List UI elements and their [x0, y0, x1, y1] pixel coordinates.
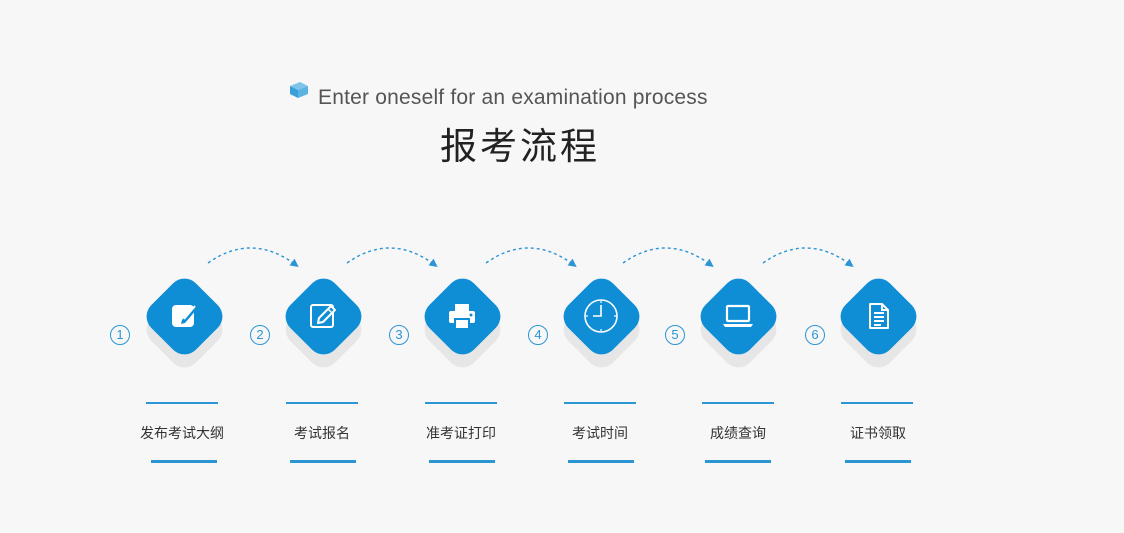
divider-bottom	[151, 460, 217, 463]
step-3[interactable]: 3 准考证打印	[389, 0, 531, 533]
step-number: 6	[805, 325, 825, 345]
divider-top	[841, 402, 913, 404]
divider-top	[702, 402, 774, 404]
step-label: 发布考试大纲	[140, 426, 224, 442]
divider-top	[564, 402, 636, 404]
arrow-4	[622, 247, 714, 268]
page-subtitle: Enter oneself for an examination process	[318, 86, 708, 109]
pencil-form-icon	[303, 296, 343, 336]
step-5[interactable]: 5 成绩查询	[665, 0, 808, 533]
arrow-3	[485, 247, 577, 268]
step-number: 2	[250, 325, 270, 345]
divider-bottom	[705, 460, 771, 463]
divider-bottom	[568, 460, 634, 463]
arrow-5	[762, 247, 854, 268]
divider-bottom	[429, 460, 495, 463]
edit-note-icon	[164, 296, 204, 336]
divider-top	[146, 402, 218, 404]
arrow-2	[346, 247, 438, 268]
divider-bottom	[290, 460, 356, 463]
step-6[interactable]: 6 证书领取	[805, 0, 948, 533]
laptop-icon	[718, 296, 758, 336]
logo-icon	[290, 82, 308, 98]
step-1[interactable]: 1 发布考试大纲	[110, 0, 252, 533]
printer-icon	[442, 296, 482, 336]
step-label: 考试报名	[294, 426, 350, 442]
step-label: 考试时间	[572, 426, 628, 442]
step-4[interactable]: 4 考试时间	[528, 0, 670, 533]
step-number: 5	[665, 325, 685, 345]
step-label: 证书领取	[850, 426, 906, 442]
step-label: 准考证打印	[426, 426, 496, 442]
clock-icon	[581, 296, 621, 336]
step-2[interactable]: 2 考试报名	[250, 0, 392, 533]
page-title: 报考流程	[440, 125, 600, 168]
step-number: 1	[110, 325, 130, 345]
divider-top	[425, 402, 497, 404]
step-number: 3	[389, 325, 409, 345]
divider-top	[286, 402, 358, 404]
divider-bottom	[845, 460, 911, 463]
document-icon	[858, 296, 898, 336]
step-label: 成绩查询	[710, 426, 766, 442]
step-number: 4	[528, 325, 548, 345]
arrow-1	[207, 247, 299, 268]
